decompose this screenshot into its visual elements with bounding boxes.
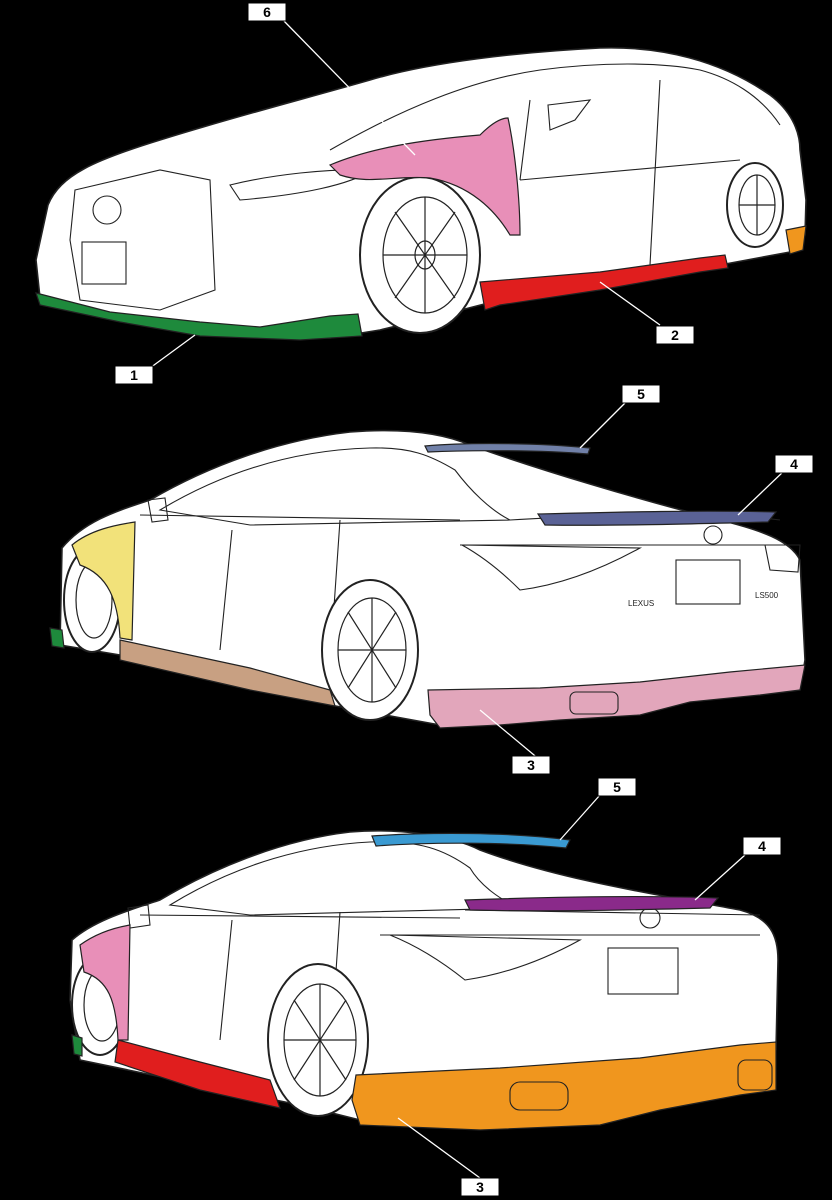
callout-5-b: 5 (597, 777, 637, 797)
side-mirror-b (127, 904, 151, 929)
rear-wheel-a (321, 579, 419, 721)
part-trunk-spoiler (536, 510, 778, 526)
leader-line-1 (149, 334, 196, 369)
callout-5b-label: 5 (613, 779, 621, 795)
callout-3: 3 (511, 755, 551, 775)
part-front-fender-yellow (71, 521, 136, 641)
exhaust-tip-b-right (737, 1059, 773, 1091)
rear-wheel-b (267, 963, 369, 1117)
part-rear-diffuser (427, 664, 806, 729)
part-rear-corner (785, 225, 807, 255)
part-side-skirt-b (114, 1039, 281, 1109)
spindle-grille (69, 169, 216, 311)
rear-window-a (158, 447, 511, 526)
callout-6-label: 6 (263, 4, 271, 20)
callout-4-label: 4 (790, 456, 798, 472)
brand-badge: LEXUS (628, 599, 654, 608)
side-mirror (547, 99, 592, 131)
leader-line-2 (599, 281, 661, 326)
part-side-skirt-tan (119, 639, 336, 707)
part-front-spoiler-edge-b (71, 1034, 83, 1057)
callout-4-b: 4 (742, 836, 782, 856)
exhaust-tip-b-left (509, 1081, 569, 1111)
leader-line-5a (579, 399, 629, 449)
callout-2-label: 2 (671, 327, 679, 343)
taillight-right-a (764, 544, 801, 573)
brand-emblem-front (92, 195, 122, 225)
part-front-fender (328, 117, 521, 236)
side-mirror-a (147, 497, 169, 523)
front-three-quarter-view: 1 2 6 (35, 2, 807, 385)
brand-emblem-rear-a (703, 525, 723, 545)
model-badge: LS500 (755, 591, 779, 600)
license-plate-rear-b (607, 947, 679, 995)
callout-1: 1 (114, 365, 154, 385)
leader-line-3b (397, 1117, 481, 1179)
part-side-skirt (479, 254, 729, 311)
part-rear-diffuser-b (351, 1041, 777, 1131)
part-roof-spoiler-b (371, 832, 571, 849)
part-trunk-spoiler-b (464, 895, 720, 912)
rear-wheel (726, 162, 784, 248)
door-line (519, 79, 741, 266)
taillight-b (389, 934, 583, 981)
callout-1-label: 1 (130, 367, 138, 383)
taillight-a (461, 544, 643, 591)
rear-three-quarter-view-b: 3 4 5 (69, 777, 782, 1197)
leader-line-5b (559, 794, 601, 841)
callout-6: 6 (247, 2, 287, 22)
part-front-spoiler (35, 292, 363, 341)
callout-3-label: 3 (527, 757, 535, 773)
part-front-spoiler-edge-a (49, 627, 65, 649)
leader-line-4b (694, 854, 746, 901)
part-roof-spoiler (424, 442, 591, 455)
leader-line-4a (737, 469, 786, 516)
callout-2: 2 (655, 325, 695, 345)
leader-line-6 (282, 19, 416, 156)
callout-3b-label: 3 (476, 1179, 484, 1195)
callout-3-b: 3 (460, 1177, 500, 1197)
leader-line-3a (479, 709, 541, 761)
callout-4b-label: 4 (758, 838, 766, 854)
callout-5-label: 5 (637, 386, 645, 402)
window-line (329, 63, 781, 151)
callout-5: 5 (621, 384, 661, 404)
license-plate-rear-a (675, 559, 741, 605)
license-plate-front (81, 241, 127, 285)
callout-4: 4 (774, 454, 814, 474)
exhaust-tip-a (569, 691, 619, 715)
rear-three-quarter-view-a: LEXUS LS500 3 (49, 384, 814, 775)
front-wheel (359, 176, 481, 334)
